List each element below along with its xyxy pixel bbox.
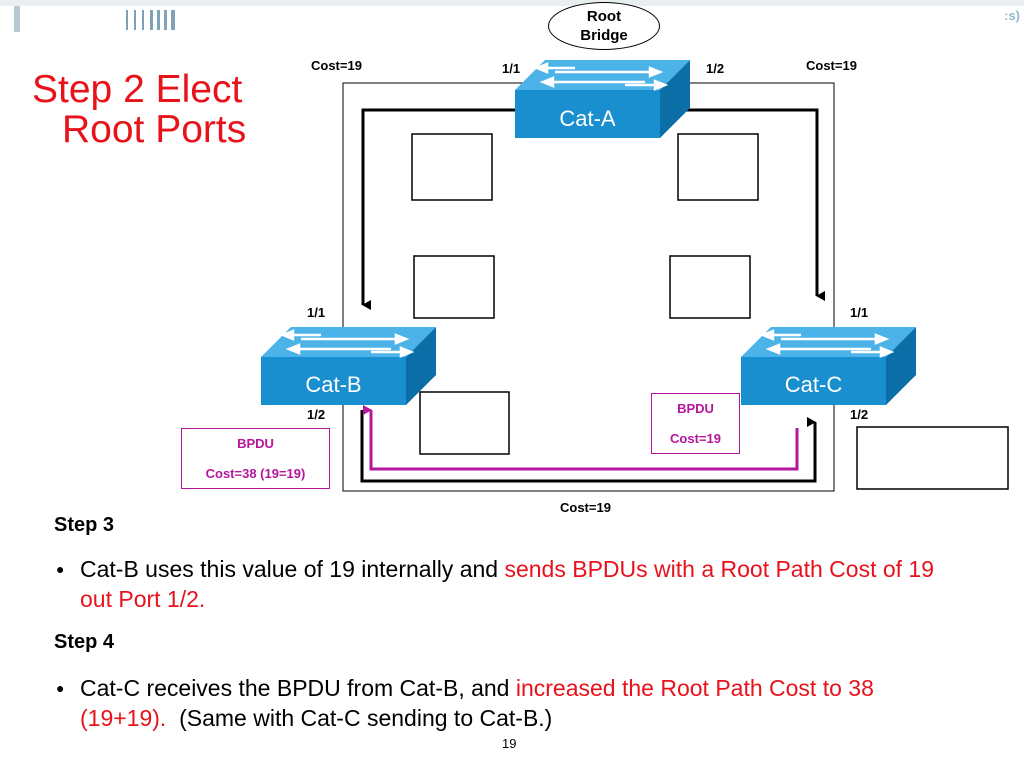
- step-3-heading: Step 3: [54, 514, 115, 536]
- step-4-heading: Step 4: [54, 631, 115, 653]
- root-bridge-label: Root Bridge: [548, 2, 660, 50]
- port-box-c1: [669, 255, 751, 319]
- bpdu-box-right: BPDU Cost=19: [651, 393, 740, 454]
- port-label-c-1-1: 1/1: [850, 305, 869, 320]
- topology-diagram: [342, 82, 1009, 492]
- root-label-line1: Root: [586, 8, 622, 25]
- port-box-c2: [856, 426, 1009, 490]
- bpdu-left-title: BPDU: [237, 436, 274, 451]
- path-b-to-c-arrow: [360, 410, 817, 483]
- step-3-text: Cat-B uses this value of 19 internally a…: [80, 554, 950, 614]
- bpdu-right-title: BPDU: [677, 401, 714, 416]
- switch-cat-b-label: Cat-B: [305, 372, 362, 397]
- slide-title: Step 2 Elect Root Ports: [32, 70, 322, 150]
- switch-cat-a-label: Cat-A: [559, 106, 616, 131]
- cost-left-label: Cost=19: [311, 58, 362, 73]
- port-box-b2: [419, 391, 510, 455]
- slide-title-line1: Step 2 Elect: [32, 68, 243, 111]
- switch-icon: [515, 60, 690, 138]
- bpdu-right-cost: Cost=19: [670, 431, 721, 446]
- cost-bottom-label: Cost=19: [560, 500, 611, 515]
- port-box-a2: [677, 133, 759, 201]
- step-4-text-highlight: increased the Root Path Cost to 38 (19+1…: [80, 675, 874, 731]
- switch-icon: [741, 327, 916, 405]
- bullet-dot-icon: ●: [56, 561, 65, 577]
- root-label-line2: Bridge: [580, 27, 628, 44]
- top-banner-strip: [0, 0, 1024, 6]
- step-4-text-plain: Cat-C receives the BPDU from Cat-B, and: [80, 675, 516, 701]
- header-logo-icon: [14, 6, 175, 32]
- port-label-a-1-1: 1/1: [502, 61, 521, 76]
- slide-title-line2: Root Ports: [62, 108, 247, 151]
- step-3-text-highlight: sends BPDUs with a Root Path Cost of 19 …: [80, 556, 935, 612]
- bpdu-left-cost: Cost=38 (19=19): [205, 466, 306, 481]
- port-label-b-1-2: 1/2: [307, 407, 326, 422]
- step-4-text-after: (Same with Cat-C sending to Cat-B.): [166, 705, 553, 731]
- port-box-b1: [413, 255, 495, 319]
- step-4-text: Cat-C receives the BPDU from Cat-B, and …: [80, 673, 950, 733]
- bullet-dot-icon: ●: [56, 680, 65, 696]
- bpdu-box-left: BPDU Cost=38 (19=19): [181, 428, 330, 489]
- port-label-c-1-2: 1/2: [850, 407, 869, 422]
- path-a-to-c-arrow: [652, 108, 825, 301]
- bpdu-c-to-b-arrow: [363, 405, 799, 471]
- path-a-to-b-arrow: [361, 108, 520, 310]
- cost-right-label: Cost=19: [806, 58, 857, 73]
- port-label-a-1-2: 1/2: [706, 61, 725, 76]
- page-number: 19: [502, 736, 517, 751]
- switch-icon: [261, 327, 436, 405]
- corner-logo-text: :s): [1004, 8, 1020, 23]
- step-3-text-plain: Cat-B uses this value of 19 internally a…: [80, 556, 505, 582]
- port-label-b-1-1: 1/1: [307, 305, 326, 320]
- port-box-a1: [411, 133, 493, 201]
- switch-cat-c-label: Cat-C: [784, 372, 843, 397]
